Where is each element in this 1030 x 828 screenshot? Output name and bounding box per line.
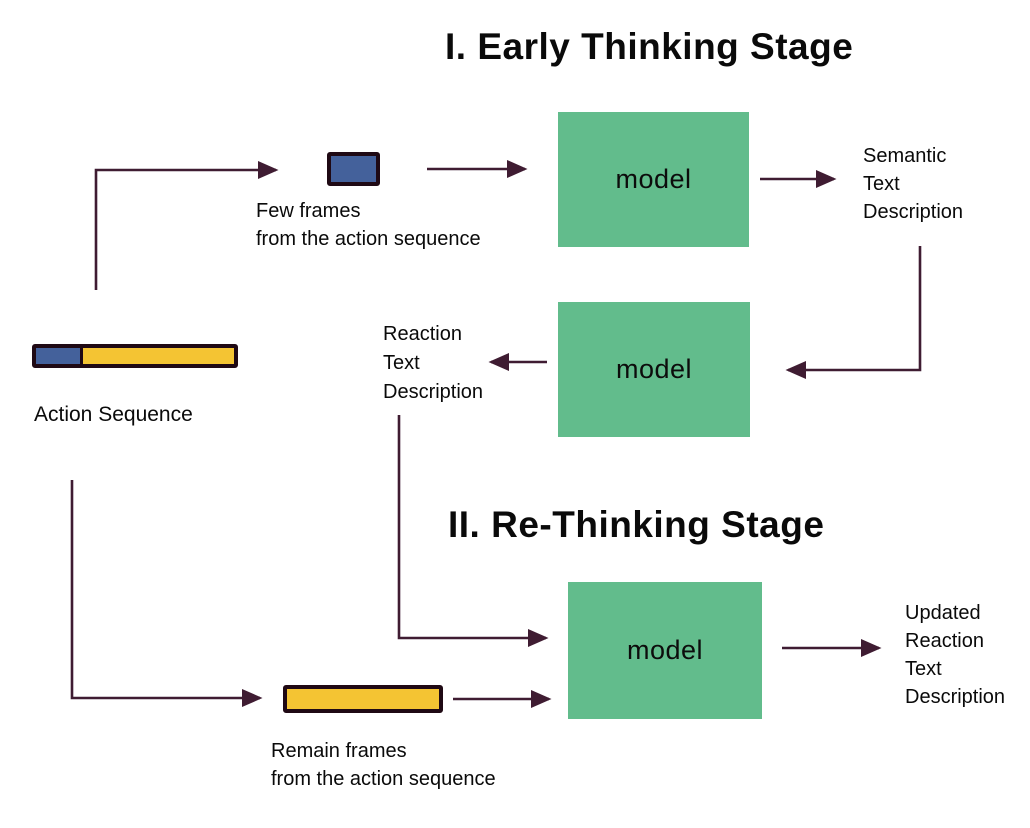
arrow-action-sequence-to-few-frames <box>94 160 279 290</box>
semantic-text-description: Semantic Text Description <box>863 145 964 223</box>
model-box-bottom-label: model <box>626 635 704 665</box>
action-sequence-bar-early-segment <box>36 348 83 364</box>
few-frames-chip <box>327 152 380 186</box>
model-box-middle: model <box>558 302 750 437</box>
model-box-bottom: model <box>568 582 762 719</box>
updated-reaction-text-description: Updated Reaction Text Description <box>905 602 1006 708</box>
model-box-middle-label: model <box>615 354 693 384</box>
action-sequence-bar <box>32 344 238 368</box>
remain-frames-chip <box>283 685 443 713</box>
reaction-text-description: Reaction Text Description <box>383 323 484 403</box>
remain-frames-label: Remain frames from the action sequence <box>271 740 496 790</box>
action-sequence-bar-remain-segment <box>83 348 234 364</box>
model-box-top-label: model <box>615 164 692 194</box>
arrow-action-sequence-to-remain-frames <box>70 480 263 708</box>
action-sequence-label: Action Sequence <box>34 403 193 426</box>
stage2-title: II. Re-Thinking Stage <box>448 504 825 545</box>
arrow-semantic-text-to-model-middle <box>785 246 922 380</box>
few-frames-label: Few frames from the action sequence <box>256 200 481 250</box>
model-box-top: model <box>558 112 749 247</box>
stage1-title: I. Early Thinking Stage <box>445 26 854 67</box>
